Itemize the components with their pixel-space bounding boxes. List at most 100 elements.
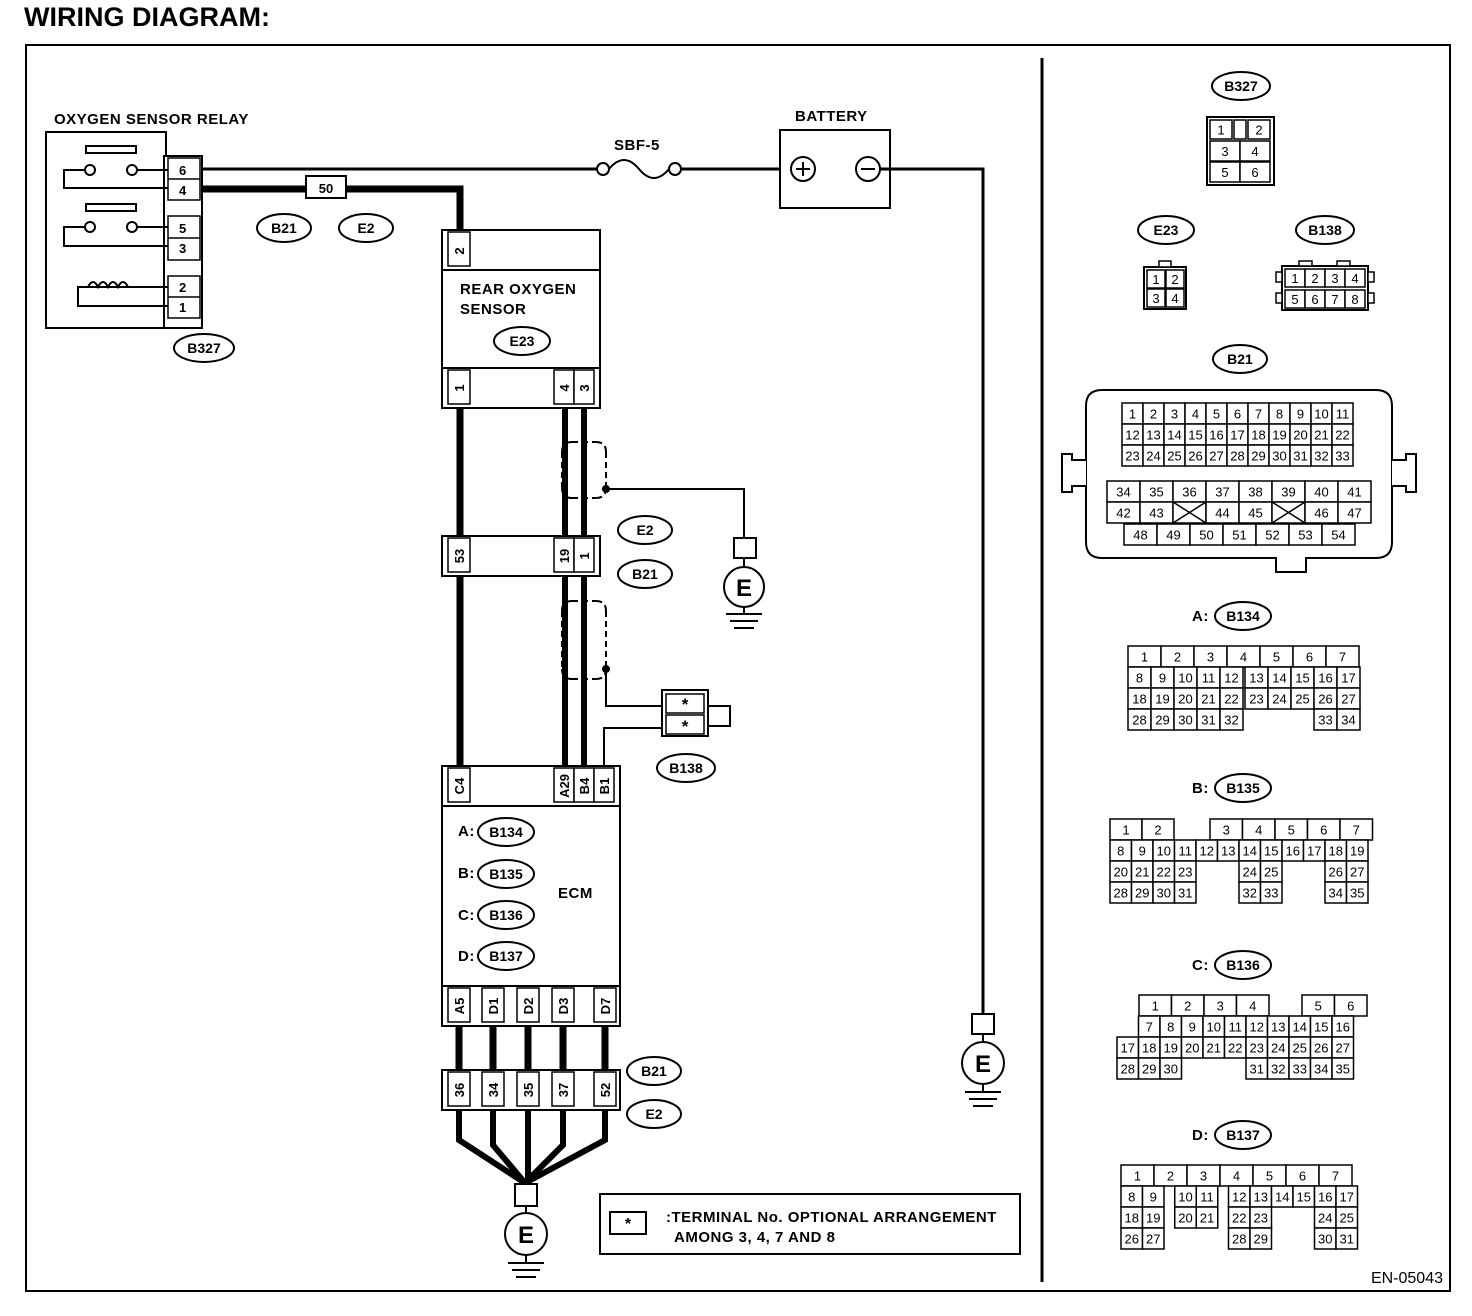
- svg-text:28: 28: [1232, 1232, 1246, 1247]
- svg-text:26: 26: [1125, 1232, 1139, 1247]
- b21-pin-31: 31: [1289, 444, 1312, 467]
- ecm-pin-a5: A5: [452, 998, 467, 1015]
- b134-pin-12: 12: [1219, 666, 1244, 689]
- svg-text:C:: C:: [458, 907, 475, 924]
- b134-pin-4: 4: [1226, 645, 1261, 668]
- svg-text:26: 26: [1329, 865, 1343, 880]
- svg-text:37: 37: [1215, 485, 1229, 500]
- svg-text:1: 1: [1129, 407, 1136, 422]
- svg-text:10: 10: [1314, 407, 1328, 422]
- svg-text:20: 20: [1178, 1211, 1192, 1226]
- svg-text:10: 10: [1207, 1020, 1221, 1035]
- svg-text:29: 29: [1142, 1062, 1156, 1077]
- b21-pin-50: 50: [1189, 523, 1224, 546]
- b137-pin-10: 10: [1174, 1185, 1197, 1208]
- b136-pin-28: 28: [1116, 1057, 1140, 1080]
- svg-text:9: 9: [1139, 844, 1146, 859]
- svg-text:26: 26: [1318, 692, 1332, 707]
- b21-pin-34: 34: [486, 1082, 501, 1097]
- b135-pin-23: 23: [1173, 860, 1197, 883]
- svg-text:22: 22: [1228, 1041, 1242, 1056]
- oval-e2-mid: E2: [617, 515, 673, 545]
- svg-text:32: 32: [1243, 886, 1257, 901]
- b21-pin-21: 21: [1310, 423, 1333, 446]
- svg-text:53: 53: [1298, 528, 1312, 543]
- svg-text:8: 8: [1117, 844, 1124, 859]
- svg-text:28: 28: [1121, 1062, 1135, 1077]
- b21-pin-27: 27: [1205, 444, 1228, 467]
- svg-text:26: 26: [1314, 1041, 1328, 1056]
- b21-pin-33: 33: [1331, 444, 1354, 467]
- b136-pin-21: 21: [1202, 1036, 1226, 1059]
- b136-pin-17: 17: [1116, 1036, 1140, 1059]
- wire-shield-ground-1: [606, 488, 745, 538]
- b21-pin-41: 41: [1337, 480, 1372, 503]
- svg-text:B21: B21: [641, 1063, 667, 1079]
- b135-pin-9: 9: [1130, 839, 1154, 862]
- svg-text:E: E: [736, 575, 752, 602]
- svg-text:9: 9: [1150, 1190, 1157, 1205]
- svg-text:18: 18: [1251, 428, 1265, 443]
- b21-pin-11: 11: [1331, 402, 1354, 425]
- svg-text:B21: B21: [632, 566, 658, 582]
- svg-text:5: 5: [1221, 165, 1228, 180]
- svg-text:B:: B:: [458, 865, 475, 882]
- svg-text:17: 17: [1230, 428, 1244, 443]
- svg-text:41: 41: [1347, 485, 1361, 500]
- relay-pin-5: 5: [179, 221, 186, 236]
- b21-pin-4: 4: [1184, 402, 1207, 425]
- e23-pin-4: 4: [1165, 288, 1185, 308]
- b135-pin-15: 15: [1259, 839, 1283, 862]
- b137-pin-19: 19: [1141, 1206, 1165, 1229]
- svg-text:E2: E2: [357, 220, 374, 236]
- svg-text:4: 4: [1255, 823, 1262, 838]
- svg-text:13: 13: [1271, 1020, 1285, 1035]
- b136-pin-10: 10: [1202, 1015, 1226, 1038]
- b135-pin-17: 17: [1302, 839, 1326, 862]
- svg-text:4: 4: [1249, 999, 1256, 1014]
- b21-pin-44: 44: [1205, 501, 1240, 524]
- view-header-b135: B: B135: [1192, 773, 1272, 803]
- svg-text:11: 11: [1202, 671, 1216, 686]
- relay-pin-1: 1: [179, 300, 186, 315]
- b137-pin-1: 1: [1120, 1164, 1155, 1187]
- svg-text:19: 19: [1155, 692, 1169, 707]
- b136-pin-31: 31: [1245, 1057, 1269, 1080]
- svg-text:28: 28: [1114, 886, 1128, 901]
- svg-text:35: 35: [1149, 485, 1163, 500]
- relay-pin-3: 3: [179, 241, 186, 256]
- svg-text:35: 35: [1336, 1062, 1350, 1077]
- b21-pin-34: 34: [1106, 480, 1141, 503]
- b135-pin-24: 24: [1238, 860, 1262, 883]
- svg-text:17: 17: [1307, 844, 1321, 859]
- b134-pin-17: 17: [1336, 666, 1361, 689]
- b327-pin-4: 4: [1239, 140, 1271, 162]
- fuse-label: SBF-5: [614, 137, 660, 154]
- b135-pin-20: 20: [1109, 860, 1133, 883]
- b135-pin-22: 22: [1152, 860, 1176, 883]
- svg-text:34: 34: [1116, 485, 1130, 500]
- b134-pin-26: 26: [1313, 687, 1338, 710]
- svg-text:12: 12: [1232, 1190, 1246, 1205]
- wire-shield-b138: [605, 669, 662, 707]
- connector-views: B327 E23 B138 B21 A: B134 B: B135 C: B13…: [1061, 71, 1417, 1250]
- b21-pin-48: 48: [1123, 523, 1158, 546]
- svg-text:1: 1: [1152, 272, 1159, 287]
- legend-box: * :TERMINAL No. OPTIONAL ARRANGEMENT AMO…: [599, 1193, 1021, 1255]
- shield-lower: [561, 600, 607, 680]
- svg-text:B134: B134: [489, 824, 523, 840]
- b21-pin-46: 46: [1304, 501, 1339, 524]
- b135-pin-16: 16: [1281, 839, 1305, 862]
- svg-text:B136: B136: [489, 907, 523, 923]
- svg-text:E23: E23: [1154, 222, 1179, 238]
- svg-text:B134: B134: [1226, 608, 1260, 624]
- svg-text:1: 1: [1141, 650, 1148, 665]
- relay-pin-4: 4: [179, 183, 187, 198]
- b327-pin-2: 2: [1247, 119, 1271, 140]
- svg-text:22: 22: [1335, 428, 1349, 443]
- svg-text:35: 35: [1350, 886, 1364, 901]
- b135-pin-3: 3: [1209, 818, 1244, 841]
- svg-text:10: 10: [1178, 1190, 1192, 1205]
- svg-text:28: 28: [1132, 713, 1146, 728]
- svg-text:15: 15: [1188, 428, 1202, 443]
